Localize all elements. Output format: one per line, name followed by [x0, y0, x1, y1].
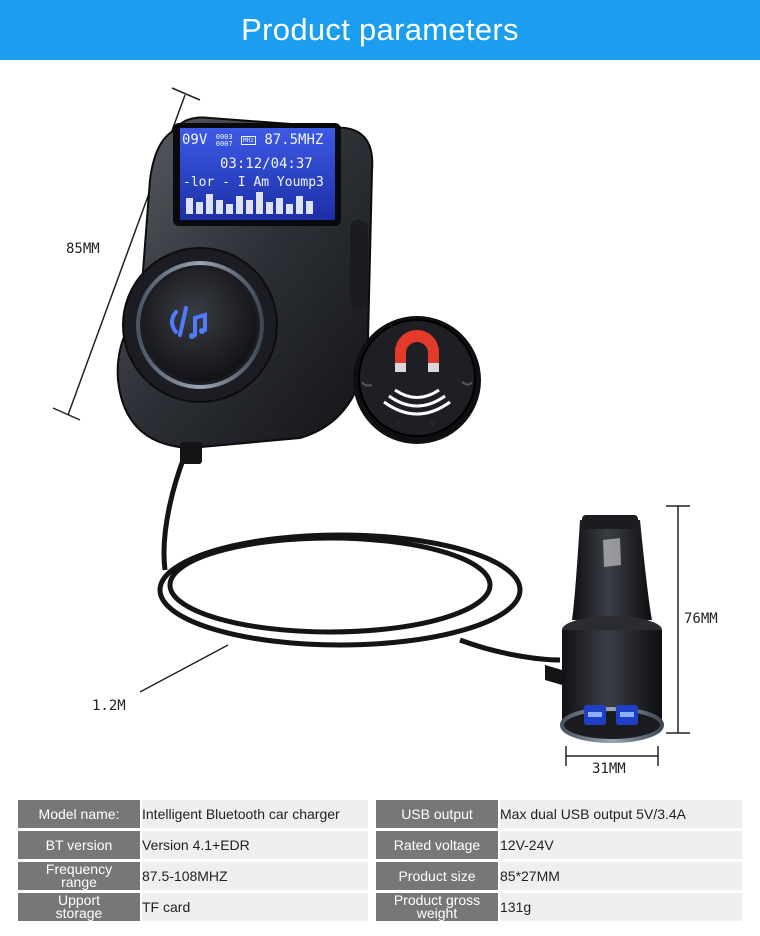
- table-row: Upport storage TF card Product gross wei…: [18, 893, 742, 921]
- lcd-line-2: 03:12/04:37: [220, 156, 313, 172]
- spec-value: Max dual USB output 5V/3.4A: [500, 800, 742, 828]
- spec-label: Product gross weight: [376, 893, 500, 921]
- spec-label: Upport storage: [18, 893, 142, 921]
- spec-value: 87.5-108MHZ: [142, 862, 368, 890]
- lcd-line-1: 09V 0003 0007 MHz 87.5MHZ: [182, 132, 334, 152]
- spec-value: Version 4.1+EDR: [142, 831, 368, 859]
- cable-pointer-line: [139, 644, 229, 693]
- bluetooth-music-icon: [170, 306, 207, 339]
- spec-label: BT version: [18, 831, 142, 859]
- charger-width-label: 31MM: [592, 761, 626, 777]
- fm-transmitter-body: [116, 116, 374, 464]
- spec-label: Rated voltage: [376, 831, 500, 859]
- lcd-track-bottom: 0007: [215, 140, 233, 148]
- lcd-voltage: 09V: [182, 132, 208, 148]
- cable-coil: [157, 454, 561, 663]
- magnet-north-label: N: [430, 421, 436, 428]
- cable-length-label: 1.2M: [92, 698, 126, 714]
- lcd-line-3: -lor - I Am Yoump3: [183, 175, 324, 190]
- spec-value: 131g: [500, 893, 742, 921]
- height-dimension-label: 85MM: [66, 241, 100, 257]
- spec-value: Intelligent Bluetooth car charger: [142, 800, 368, 828]
- product-drawing: [52, 87, 690, 766]
- spec-label: Model name:: [18, 800, 142, 828]
- magnet-south-label: S: [397, 421, 402, 428]
- page-title: Product parameters: [241, 12, 519, 47]
- lcd-frequency: 87.5MHZ: [264, 132, 324, 148]
- spec-table: Model name: Intelligent Bluetooth car ch…: [18, 797, 742, 924]
- spec-label: Frequency range: [18, 862, 142, 890]
- lcd-tag: MHz: [241, 135, 256, 145]
- spec-value: TF card: [142, 893, 368, 921]
- charger-width-dimension: [565, 746, 659, 766]
- table-row: Frequency range 87.5-108MHZ Product size…: [18, 862, 742, 890]
- lcd-track-top: 0003: [215, 133, 233, 141]
- spec-value: 12V-24V: [500, 831, 742, 859]
- magnetic-mount: [353, 316, 481, 444]
- car-charger: [545, 515, 664, 743]
- product-illustration: 09V 0003 0007 MHz 87.5MHZ 03:12/04:37 -l…: [0, 60, 760, 790]
- table-row: Model name: Intelligent Bluetooth car ch…: [18, 800, 742, 828]
- charger-height-dimension: [666, 505, 690, 734]
- header-banner: Product parameters: [0, 0, 760, 60]
- spec-label: USB output: [376, 800, 500, 828]
- table-row: BT version Version 4.1+EDR Rated voltage…: [18, 831, 742, 859]
- spec-label: Product size: [376, 862, 500, 890]
- charger-height-label: 76MM: [684, 611, 718, 627]
- spec-value: 85*27MM: [500, 862, 742, 890]
